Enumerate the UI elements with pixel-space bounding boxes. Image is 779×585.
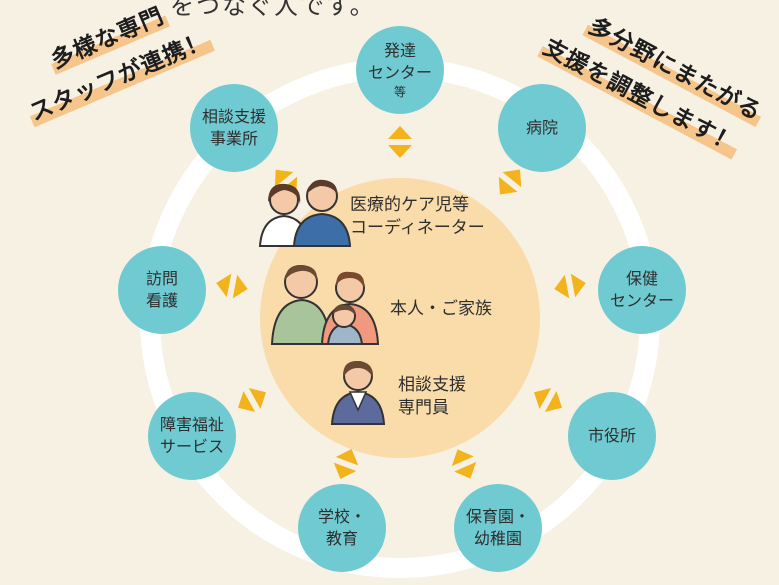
family-illustration xyxy=(270,264,380,345)
arrow-head-out xyxy=(502,169,522,188)
arrow-head-out xyxy=(454,461,477,479)
node-hattatsu-small-label: 等 xyxy=(393,85,406,99)
father-icon xyxy=(270,264,332,345)
arrow-head-in xyxy=(248,388,266,410)
node-hoken: 保健センター xyxy=(598,246,686,334)
center-circle xyxy=(260,178,540,458)
coordinator-people-illustration xyxy=(258,179,352,247)
arrow-head-out xyxy=(216,273,232,298)
consultant-label: 相談支援 専門員 xyxy=(398,374,466,420)
arrow-head-out xyxy=(388,126,412,139)
node-byoin-label: 病院 xyxy=(525,118,558,137)
node-gakko-label: 教育 xyxy=(325,529,358,548)
node-hoikuen-label: 保育園・ xyxy=(465,507,530,526)
arrow-head-in xyxy=(451,449,474,467)
arrow-head-out xyxy=(544,390,562,412)
coordinator-label: 医療的ケア児等 コーディネーター xyxy=(350,194,485,240)
arrow-head-in xyxy=(335,448,359,466)
node-hoikuen-label: 幼稚園 xyxy=(473,529,522,548)
double-arrow-icon xyxy=(534,388,562,412)
double-arrow-icon xyxy=(333,448,359,480)
node-shiyakusho: 市役所 xyxy=(568,392,656,480)
double-arrow-icon xyxy=(388,126,412,158)
arrow-head-in xyxy=(498,176,518,195)
node-hattatsu-label: センター xyxy=(367,63,432,82)
arrow-head-out xyxy=(274,169,294,188)
coordinator-label-line2: コーディネーター xyxy=(350,218,485,238)
node-gakko-label: 学校・ xyxy=(317,507,366,526)
node-hattatsu-label: 発達 xyxy=(383,41,416,60)
family-label: 本人・ご家族 xyxy=(390,299,492,319)
double-arrow-icon xyxy=(238,388,266,412)
node-sodan-label: 事業所 xyxy=(209,129,258,148)
arrow-head-in xyxy=(388,145,412,158)
coordinator-label-line1: 医療的ケア児等 xyxy=(350,195,469,215)
arrow-head-in xyxy=(232,274,248,299)
node-homon: 訪問看護 xyxy=(118,246,206,334)
node-hoikuen: 保育園・幼稚園 xyxy=(454,484,542,572)
consultant-label-line2: 専門員 xyxy=(398,398,449,418)
node-shogai: 障害福祉サービス xyxy=(148,392,236,480)
node-gakko: 学校・教育 xyxy=(298,484,386,572)
header-partial-text: をつなぐ人です。 xyxy=(170,0,376,20)
coordinator-man-icon xyxy=(292,179,352,247)
arrow-head-in xyxy=(534,388,552,410)
double-arrow-icon xyxy=(498,169,522,195)
double-arrow-icon xyxy=(554,273,586,299)
node-hattatsu: 発達センター等 xyxy=(356,26,444,114)
node-hoken-label: センター xyxy=(609,291,674,310)
node-sodan: 相談支援事業所 xyxy=(190,84,278,172)
arrow-head-in xyxy=(554,274,570,299)
consultant-illustration xyxy=(330,360,386,425)
node-sodan-label: 相談支援 xyxy=(201,107,266,126)
node-homon-label: 看護 xyxy=(145,291,178,310)
node-byoin: 病院 xyxy=(498,84,586,172)
consultant-label-line1: 相談支援 xyxy=(398,375,466,395)
child-icon xyxy=(326,304,364,345)
node-shogai-label: 障害福祉 xyxy=(159,415,224,434)
arrow-head-out xyxy=(238,390,256,412)
node-shiyakusho-label: 市役所 xyxy=(587,426,636,445)
node-hoken-label: 保健 xyxy=(625,269,658,288)
node-shogai-label: サービス xyxy=(159,437,224,456)
double-arrow-icon xyxy=(451,449,477,479)
arrow-group xyxy=(216,126,586,480)
node-homon-label: 訪問 xyxy=(145,269,178,288)
arrow-head-out xyxy=(570,273,586,298)
double-arrow-icon xyxy=(216,273,248,299)
arrow-head-out xyxy=(333,462,357,480)
